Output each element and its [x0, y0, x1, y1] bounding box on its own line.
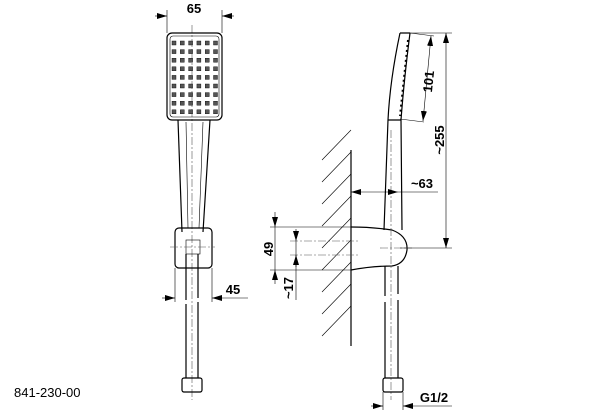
nozzle — [180, 75, 185, 80]
nozzle — [180, 66, 185, 72]
nozzle — [204, 83, 210, 89]
dim-holder-width: 45 — [226, 282, 240, 297]
nozzle — [213, 75, 218, 80]
nozzle — [180, 83, 185, 89]
nozzle — [180, 40, 185, 46]
hand-shower-side — [383, 32, 411, 231]
nozzle — [213, 66, 218, 72]
nozzle — [213, 109, 218, 115]
nozzle — [204, 75, 210, 80]
nozzle — [180, 49, 185, 54]
nozzle — [196, 75, 202, 80]
dim-holder-offset: ~17 — [281, 277, 296, 299]
hatch-line — [321, 173, 352, 205]
nozzle — [213, 49, 218, 54]
dim-holder-height: 49 — [261, 242, 276, 256]
nozzle — [188, 75, 193, 80]
hatch-line — [321, 261, 352, 293]
nozzle — [196, 83, 202, 89]
nozzle — [188, 100, 193, 106]
dim-head-width: 65 — [187, 1, 201, 16]
nozzle — [188, 49, 193, 54]
nozzle — [196, 109, 202, 115]
nozzle — [204, 100, 210, 106]
nozzle — [204, 49, 210, 54]
nozzle — [204, 58, 210, 63]
nozzle — [213, 100, 218, 106]
nozzle — [188, 92, 193, 97]
nozzle — [196, 49, 202, 54]
hose-nut-side — [382, 377, 404, 393]
nozzle — [204, 66, 210, 72]
hatch-line — [321, 151, 352, 183]
nozzle — [188, 58, 193, 63]
nozzle — [171, 58, 177, 63]
nozzle — [171, 83, 177, 89]
nozzle — [213, 58, 218, 63]
wall-hatching — [321, 129, 352, 337]
nozzle — [204, 92, 210, 97]
hatch-line — [321, 305, 352, 337]
side-view: 101 ~255 ~63 49 ~17 G1/2 — [261, 32, 452, 410]
wall-holder-front — [174, 227, 213, 269]
nozzle — [171, 40, 177, 46]
dim-thread: G1/2 — [420, 390, 448, 405]
nozzle — [196, 100, 202, 106]
nozzle — [196, 66, 202, 72]
nozzle — [196, 40, 202, 46]
nozzle — [171, 49, 177, 54]
nozzle — [180, 100, 185, 106]
nozzle — [180, 109, 185, 115]
nozzle — [171, 92, 177, 97]
nozzle — [213, 83, 218, 89]
nozzle — [188, 66, 193, 72]
nozzle — [213, 40, 218, 46]
hose — [185, 254, 199, 378]
nozzle — [196, 92, 202, 97]
nozzle — [171, 66, 177, 72]
nozzle — [180, 58, 185, 63]
spray-nozzles — [171, 40, 218, 115]
part-number: 841-230-00 — [14, 385, 81, 400]
nozzle — [213, 92, 218, 97]
hatch-line — [321, 129, 352, 161]
front-view: 65 45 — [155, 1, 248, 400]
hatch-line — [321, 283, 352, 315]
hatch-line — [321, 195, 352, 227]
nozzle — [171, 109, 177, 115]
hatch-line — [321, 217, 352, 249]
nozzle — [188, 109, 193, 115]
nozzle — [188, 40, 193, 46]
nozzle — [171, 75, 177, 80]
hose-side — [384, 266, 399, 378]
hose-nut — [181, 377, 203, 393]
dim-projection: ~63 — [411, 176, 433, 191]
wall-holder-side — [350, 226, 408, 271]
handle — [177, 119, 211, 233]
nozzle — [204, 40, 210, 46]
shower-head-face — [166, 32, 223, 121]
dim-total-length: ~255 — [432, 125, 447, 154]
nozzle — [204, 109, 210, 115]
nozzle — [171, 100, 177, 106]
dim-head-length: 101 — [420, 70, 437, 93]
nozzle — [188, 83, 193, 89]
nozzle — [196, 58, 202, 63]
nozzle — [180, 92, 185, 97]
